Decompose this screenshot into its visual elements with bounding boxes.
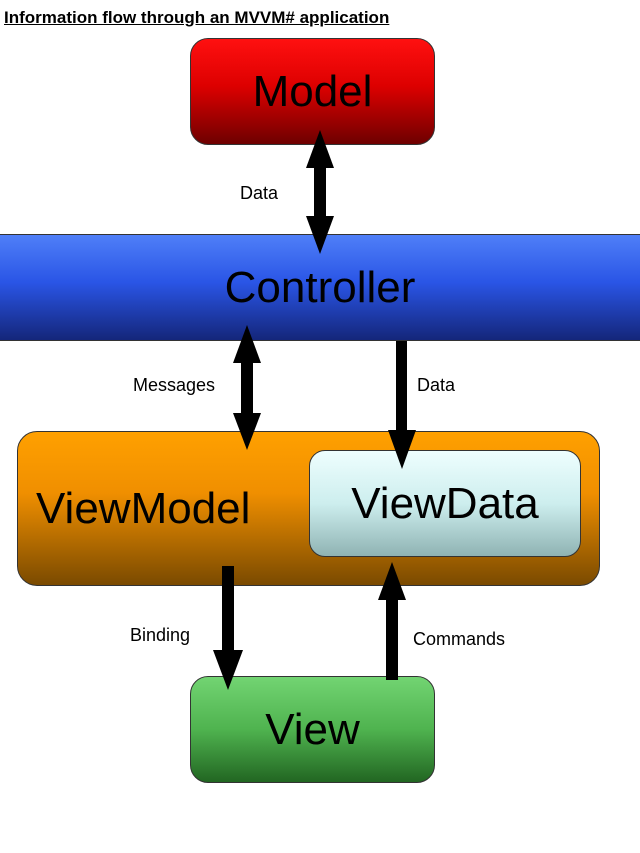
viewmodel-view-label: Binding bbox=[130, 625, 191, 645]
viewmodel-label: ViewModel bbox=[36, 483, 251, 533]
controller-label: Controller bbox=[224, 262, 416, 312]
viewdata-box: ViewData bbox=[309, 450, 581, 557]
view-box: View bbox=[190, 676, 435, 783]
view-viewdata-label: Commands bbox=[413, 629, 506, 649]
controller-viewmodel-label: Messages bbox=[133, 375, 216, 395]
model-controller-label: Data bbox=[240, 183, 279, 203]
viewdata-label: ViewData bbox=[351, 478, 539, 528]
diagram-title: Information flow through an MVVM# applic… bbox=[4, 8, 390, 27]
controller-viewmodel-arrow bbox=[233, 325, 261, 450]
viewmodel-view-arrow bbox=[213, 566, 243, 690]
model-controller-arrow bbox=[306, 130, 334, 254]
model-label: Model bbox=[252, 66, 373, 116]
controller-viewdata-label: Data bbox=[417, 375, 456, 395]
view-label: View bbox=[265, 704, 360, 754]
model-box: Model bbox=[190, 38, 435, 145]
controller-viewdata-arrow bbox=[388, 341, 416, 469]
view-viewdata-arrow bbox=[378, 562, 406, 680]
